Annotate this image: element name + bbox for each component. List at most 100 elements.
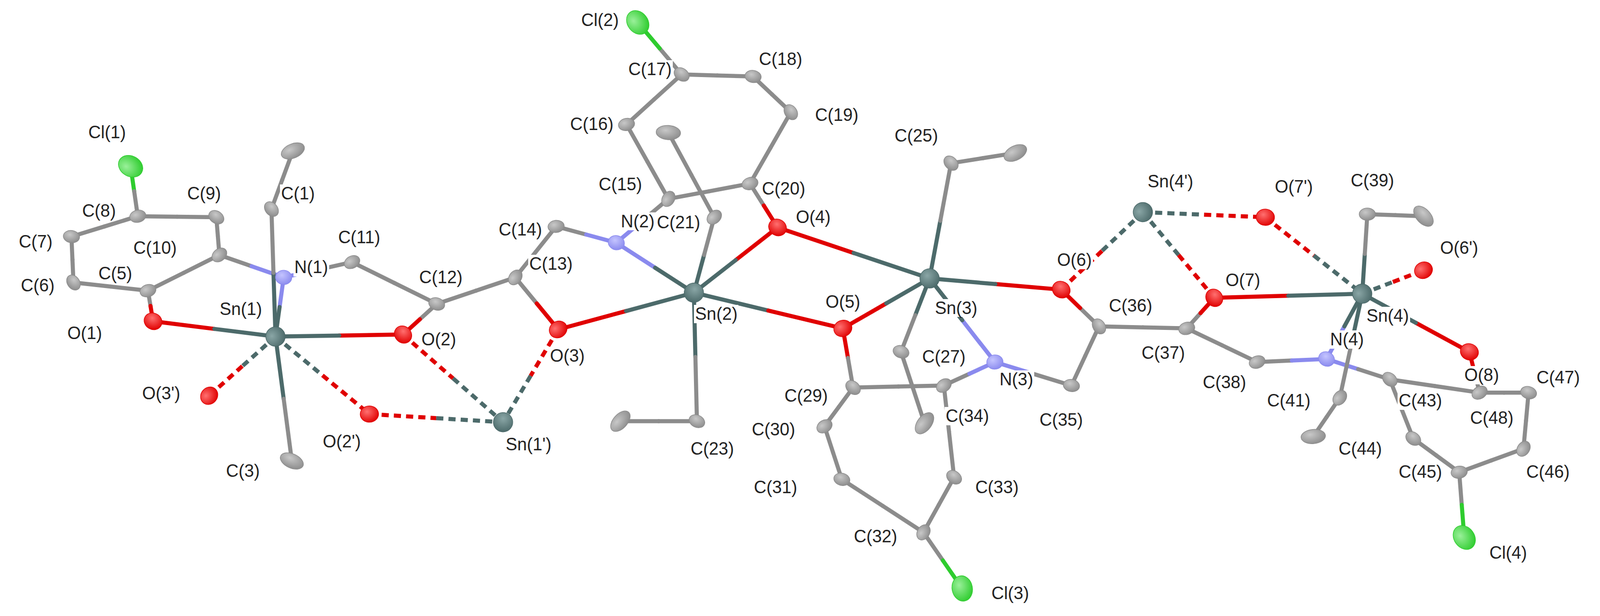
atom-label: O(4): [795, 208, 832, 227]
atom-ellipsoid: [1457, 341, 1481, 363]
atom-ellipsoid: [1316, 349, 1337, 370]
atom-label: C(21): [655, 213, 702, 232]
atom-label: Sn(4): [1365, 306, 1411, 326]
atom-ellipsoid: [1000, 141, 1030, 165]
bond: [777, 227, 854, 254]
atom-ellipsoid: [1450, 465, 1469, 480]
atom-ellipsoid: [1062, 378, 1081, 394]
atom-ellipsoid: [342, 253, 363, 272]
atom-label: C(33): [974, 478, 1020, 497]
atom-label: N(3): [998, 370, 1035, 389]
atom-ellipsoid: [128, 208, 147, 225]
atom-ellipsoid: [275, 269, 293, 285]
atom-ellipsoid: [686, 412, 707, 431]
atom-ellipsoid: [197, 383, 222, 409]
atom-label: Sn(1): [218, 300, 264, 319]
atom-ellipsoid: [655, 124, 681, 141]
atom-label: O(3'): [141, 384, 182, 403]
atom-label: Sn(2): [693, 305, 739, 324]
atom-ellipsoid: [949, 574, 975, 604]
atom-label: N(4): [1329, 330, 1365, 349]
atom-ellipsoid: [1330, 387, 1350, 409]
bond: [558, 311, 627, 330]
atom-ellipsoid: [261, 322, 290, 351]
atom-ellipsoid: [933, 375, 954, 396]
atom-label: O(2): [420, 330, 457, 349]
atom-ellipsoid: [390, 322, 416, 347]
atom-label: N(1): [293, 258, 330, 277]
atom-ellipsoid: [621, 6, 654, 40]
atom-label: O(2'): [321, 432, 362, 452]
atom-label: C(46): [1525, 463, 1571, 482]
contact-bond: [322, 375, 370, 414]
contact-bond: [369, 414, 437, 419]
atom-label: O(5): [824, 293, 862, 312]
atom-label: Cl(1): [87, 123, 127, 142]
bonds: [71, 22, 1529, 589]
atom-label: O(8): [1463, 366, 1500, 385]
atom-label: O(6'): [1439, 239, 1480, 258]
atom-label: C(1): [280, 184, 316, 203]
atom-label: C(41): [1266, 391, 1312, 411]
bond: [962, 320, 996, 363]
atom-label: C(43): [1397, 391, 1443, 411]
atom-ellipsoid: [671, 64, 692, 84]
atom-ellipsoid: [261, 199, 282, 220]
atom-label: C(10): [132, 239, 178, 258]
atom-label: C(48): [1469, 409, 1515, 428]
atom-ellipsoid: [1359, 208, 1376, 221]
atom-ellipsoid: [546, 317, 571, 342]
atom-ellipsoid: [1411, 259, 1436, 282]
atom-label: N(2): [619, 212, 656, 231]
atom-ellipsoid: [547, 219, 566, 234]
atom-ellipsoid: [814, 416, 835, 437]
atom-ellipsoid: [944, 467, 965, 488]
bond: [271, 209, 274, 273]
atom-label: C(47): [1535, 368, 1581, 387]
atom-ellipsoid: [842, 377, 864, 398]
atom-label: O(7'): [1273, 177, 1314, 197]
atom-label: C(13): [528, 254, 574, 274]
atom-label: C(19): [813, 106, 860, 125]
atom-label: C(32): [853, 527, 899, 547]
atom-ellipsoid: [426, 295, 447, 313]
bond: [1214, 295, 1289, 298]
atom-ellipsoid: [740, 175, 760, 192]
atom-label: C(38): [1201, 373, 1248, 392]
atom-ellipsoid: [744, 69, 762, 84]
atom-label: C(16): [569, 115, 615, 134]
atom-ellipsoid: [919, 268, 940, 289]
contact-bond: [436, 418, 504, 423]
atom-ellipsoid: [911, 409, 938, 438]
atom-label: Sn(1'): [504, 435, 553, 454]
atom-label: C(6): [19, 276, 56, 295]
atom-label: C(17): [627, 60, 673, 79]
atom-ellipsoid: [1519, 384, 1539, 401]
bond: [853, 253, 930, 279]
atom-label: Cl(4): [1488, 544, 1528, 563]
atom-label: Cl(2): [580, 11, 620, 30]
bond: [695, 357, 697, 422]
bond: [626, 293, 694, 312]
atom-label: C(36): [1107, 296, 1154, 316]
atom-label: C(18): [758, 50, 804, 69]
atom-label: C(11): [337, 228, 382, 247]
atom-label: O(6): [1056, 251, 1094, 270]
atom-ellipsoid: [606, 407, 634, 436]
atom-label: C(20): [760, 179, 807, 199]
bond: [995, 284, 1062, 291]
atom-ellipsoid: [781, 102, 801, 123]
atom-ellipsoid: [141, 309, 166, 334]
atom-ellipsoid: [1129, 198, 1157, 227]
bond: [1288, 293, 1363, 296]
atom-ellipsoid: [1247, 353, 1267, 372]
atom-label: C(31): [752, 478, 799, 497]
atom-label: C(8): [80, 201, 117, 221]
bond: [339, 334, 403, 336]
atom-ellipsoid: [1300, 428, 1326, 445]
atom-ellipsoid: [209, 245, 230, 266]
atom-ellipsoid: [1402, 428, 1424, 449]
atom-ellipsoid: [617, 116, 636, 133]
atom-ellipsoid: [1089, 316, 1109, 337]
atom-label: C(9): [186, 184, 222, 203]
